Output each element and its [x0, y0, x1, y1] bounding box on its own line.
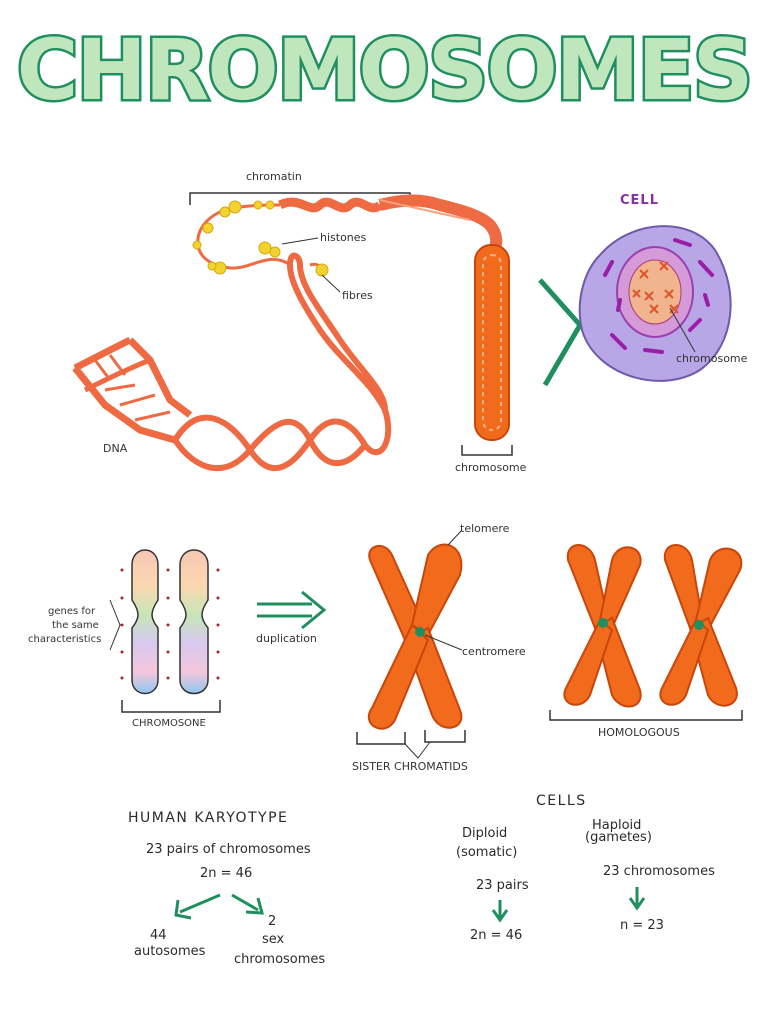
label-haploid: Haploid	[592, 818, 642, 833]
label-chromatin: chromatin	[246, 170, 302, 183]
label-somatic: (somatic)	[456, 845, 518, 860]
label-44: 44	[150, 928, 167, 943]
label-genes-1: genes for	[48, 606, 96, 617]
label-human-karyotype: HUMAN KARYOTYPE	[128, 810, 289, 826]
label-d-2n-46: 2n = 46	[470, 928, 523, 943]
cell	[578, 225, 732, 382]
label-cell: CELL	[620, 193, 659, 208]
label-sex: sex	[262, 932, 285, 947]
label-cells: CELLS	[536, 793, 587, 809]
label-dna: DNA	[103, 442, 128, 455]
label-autosomes: autosomes	[134, 944, 206, 959]
label-d-23-pairs: 23 pairs	[476, 878, 529, 893]
label-genes-2: the same	[52, 620, 99, 631]
homologous-pair	[563, 544, 743, 708]
label-chromosome-top: chromosome	[455, 461, 527, 474]
dna-helix	[172, 252, 392, 472]
label-2: 2	[268, 914, 277, 929]
histone-beads	[192, 200, 329, 277]
karyotype-arrows	[174, 893, 264, 920]
label-2n-46: 2n = 46	[200, 866, 253, 881]
label-cell-chromosome: chromosome	[676, 352, 748, 365]
label-centromere: centromere	[462, 645, 526, 658]
label-fibres: fibres	[342, 289, 373, 302]
label-genes-3: characteristics	[28, 634, 102, 645]
gene-chromosomes	[109, 549, 220, 695]
cells-arrows	[491, 887, 646, 923]
label-duplication: duplication	[256, 632, 317, 645]
page-title: CHROMOSOMES	[14, 21, 755, 119]
label-diploid: Diploid	[462, 826, 508, 841]
label-sex-chromosomes: chromosomes	[234, 952, 326, 967]
label-histones: histones	[320, 231, 367, 244]
dna-ladder	[72, 336, 193, 444]
label-23-pairs: 23 pairs of chromosomes	[146, 842, 311, 857]
duplication-arrow	[257, 590, 327, 630]
label-chromosone: CHROMOSONE	[132, 718, 206, 729]
label-sister-chromatids: SISTER CHROMATIDS	[352, 760, 468, 773]
label-h-23-chromosomes: 23 chromosomes	[603, 864, 715, 879]
label-gametes: (gametes)	[585, 830, 652, 845]
label-homologous: HOMOLOGOUS	[598, 726, 680, 739]
condensed-chromosome	[474, 244, 510, 441]
label-h-n-23: n = 23	[620, 918, 664, 933]
x-chromosome	[367, 543, 463, 730]
label-telomere: telomere	[460, 522, 510, 535]
